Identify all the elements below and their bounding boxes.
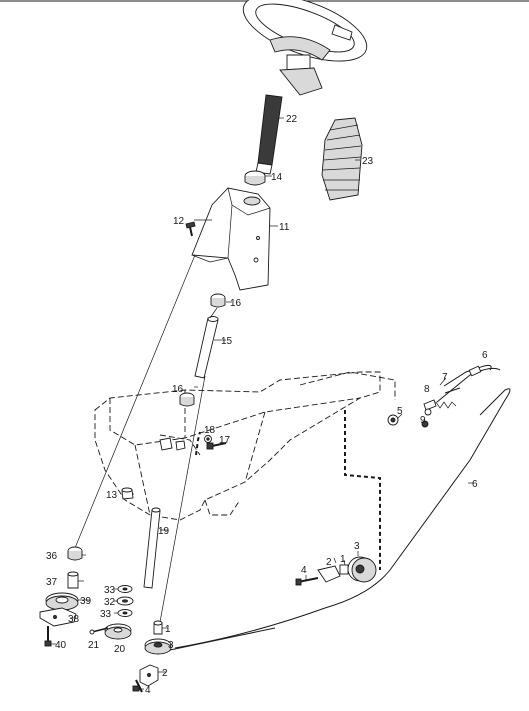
callout-13: 13 <box>106 490 118 501</box>
pivot-shaft <box>143 507 161 589</box>
callout-32: 32 <box>104 597 116 608</box>
callout-17: 17 <box>219 435 231 446</box>
callout-18: 18 <box>204 425 216 436</box>
bushing-36 <box>67 546 83 561</box>
callout-3-upper: 3 <box>354 541 360 552</box>
bushing-16-lower <box>179 392 195 407</box>
cable-6-upper <box>436 365 501 403</box>
callout-20: 20 <box>114 644 126 655</box>
washer-33-upper <box>117 585 133 593</box>
steering-bracket <box>191 187 278 291</box>
spring-7 <box>423 399 457 411</box>
bracket-2-upper <box>317 565 341 583</box>
spacer-1-upper <box>339 564 349 575</box>
callout-38: 38 <box>68 614 80 625</box>
washer-33-lower <box>117 609 133 617</box>
washer-8 <box>424 408 432 416</box>
callout-2-lower: 2 <box>162 668 168 679</box>
pulley-39 <box>45 592 79 611</box>
spacer-1-lower <box>153 620 163 635</box>
washer-18 <box>204 435 212 443</box>
callout-9: 9 <box>420 415 426 426</box>
rubber-boot <box>321 117 363 201</box>
pulley-3-upper <box>347 556 377 583</box>
callout-15: 15 <box>221 336 233 347</box>
nut-9 <box>421 420 429 428</box>
pulley-20 <box>104 623 132 640</box>
washer-32 <box>116 596 134 606</box>
callout-19: 19 <box>158 526 170 537</box>
callout-21: 21 <box>88 640 100 651</box>
frame-dashed <box>94 371 396 521</box>
assembly-guide-lines <box>74 254 218 623</box>
leader-lines <box>51 219 474 690</box>
bracket-2-lower <box>139 664 159 687</box>
linkage-path <box>195 410 381 570</box>
callout-16-upper: 16 <box>230 298 242 309</box>
steering-wheel <box>242 0 368 96</box>
spacer-37 <box>67 571 79 589</box>
bolt-40 <box>44 626 52 647</box>
callout-3-lower: 3 <box>168 640 174 651</box>
callout-6-upper: 6 <box>482 350 488 361</box>
bushing-top <box>244 170 272 186</box>
steering-tube <box>194 316 226 379</box>
callout-labels: 22 23 14 12 11 16 15 16 18 17 13 19 36 3… <box>46 114 488 696</box>
steering-cables <box>169 364 511 651</box>
callout-36: 36 <box>46 551 58 562</box>
bolt-17 <box>206 442 227 450</box>
callout-4-lower: 4 <box>145 685 151 696</box>
callout-14: 14 <box>271 172 283 183</box>
callout-33-upper: 33 <box>104 585 116 596</box>
steering-shaft <box>255 94 284 175</box>
callout-1-lower: 1 <box>165 624 171 635</box>
bushing-16-upper <box>210 293 226 308</box>
callout-5: 5 <box>397 406 403 417</box>
bolt-4-upper <box>295 577 319 586</box>
callout-39: 39 <box>80 596 92 607</box>
bracket-38 <box>39 607 77 627</box>
nut-13 <box>121 487 134 500</box>
callout-23: 23 <box>362 156 374 167</box>
pivot-parts <box>159 437 186 451</box>
callout-22: 22 <box>286 114 298 125</box>
bolt-12 <box>185 221 196 237</box>
callout-4-upper: 4 <box>301 565 307 576</box>
callout-40: 40 <box>55 640 67 651</box>
callout-8: 8 <box>424 384 430 395</box>
nut-5 <box>387 414 399 426</box>
callout-2-upper: 2 <box>326 557 332 568</box>
callout-1-upper: 1 <box>340 554 346 565</box>
callout-11: 11 <box>279 222 290 233</box>
pin-21 <box>89 627 109 635</box>
callout-7: 7 <box>442 372 448 383</box>
callout-37: 37 <box>46 577 58 588</box>
callout-12: 12 <box>173 216 185 227</box>
callout-33-lower: 33 <box>100 609 112 620</box>
pulley-3-lower <box>144 638 172 655</box>
callout-6-lower: 6 <box>472 479 478 490</box>
callout-16-lower: 16 <box>172 384 184 395</box>
bolt-4-lower <box>132 679 143 693</box>
